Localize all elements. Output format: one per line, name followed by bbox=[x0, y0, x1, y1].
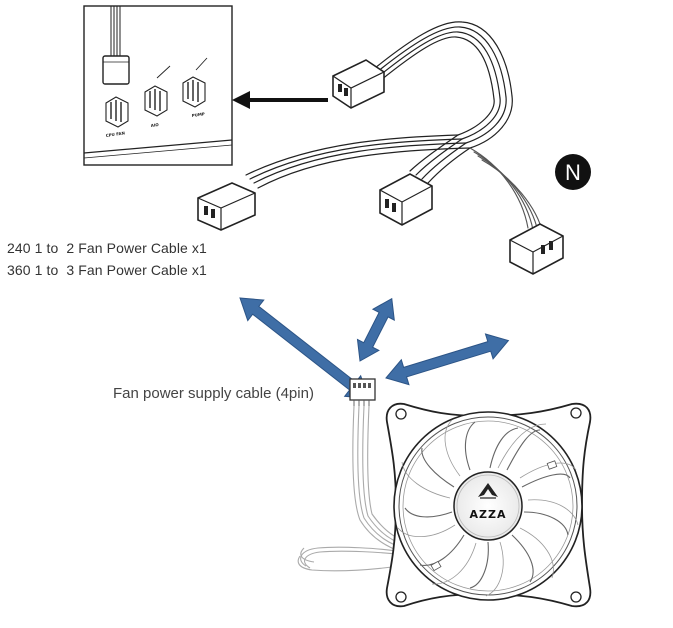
azza-logo-text: AZZA bbox=[470, 508, 507, 521]
fan-hub bbox=[453, 471, 523, 541]
header-label-cpu-fan: CPU FAN bbox=[105, 130, 125, 138]
mount-hole-bl bbox=[395, 591, 407, 603]
header-label-aio: AIO bbox=[150, 122, 159, 128]
fan-cable-label: Fan power supply cable (4pin) bbox=[113, 385, 314, 402]
cpu-fan-header: CPU FAN bbox=[105, 96, 129, 138]
blue-arrow-up bbox=[356, 297, 395, 362]
pump-header: PUMP bbox=[182, 57, 208, 118]
fan-plug-right bbox=[509, 223, 564, 275]
mount-hole-tr bbox=[570, 407, 582, 419]
fan-blades bbox=[404, 421, 571, 589]
step-badge-letter: N bbox=[565, 160, 581, 185]
blue-arrow-right bbox=[385, 333, 510, 386]
connect-arrow bbox=[232, 91, 328, 109]
azza-logo-emblem bbox=[478, 483, 498, 499]
step-badge: N bbox=[555, 154, 591, 190]
fan: AZZA bbox=[385, 402, 592, 608]
fan-lead-wires bbox=[297, 405, 409, 572]
header-label-pump: PUMP bbox=[191, 111, 205, 118]
main-plug bbox=[332, 59, 385, 109]
splitter-cable bbox=[245, 21, 544, 235]
fan-4pin-connector bbox=[349, 378, 376, 406]
fan-plug-left bbox=[197, 182, 256, 231]
aio-header: AIO bbox=[144, 65, 171, 128]
motherboard-inset: CPU FAN AIO PUMP bbox=[83, 5, 233, 166]
cable-label-360: 360 1 to 3 Fan Power Cable x1 bbox=[7, 262, 207, 278]
cable-label-240: 240 1 to 2 Fan Power Cable x1 bbox=[7, 240, 207, 256]
fan-plug-middle bbox=[379, 173, 433, 226]
header-plug bbox=[102, 55, 130, 85]
mount-hole-tl bbox=[395, 408, 407, 420]
mount-hole-br bbox=[570, 591, 582, 603]
